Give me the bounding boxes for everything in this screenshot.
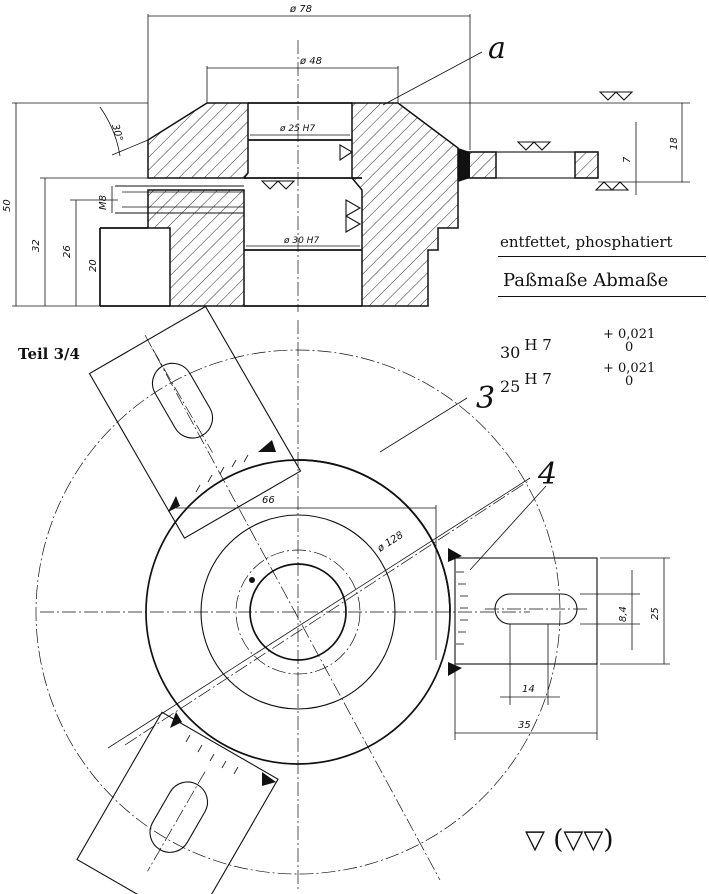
fit-tolerance-25: + 0,021 0 [603,362,655,388]
tol-lower: 0 [625,374,634,389]
leader-3 [379,397,468,453]
fit-nominal: 30 [500,343,521,362]
treatment-underline [498,256,706,257]
callout-3: 3 [476,381,495,416]
plan-view [35,305,670,894]
fit-grade: H 7 [524,370,552,388]
fork-plate-hatch-right [574,151,599,179]
part-label: Teil 3/4 [18,345,80,363]
dim-w84: 8,4 [618,606,629,622]
callout-4: 4 [537,457,557,492]
dim-w66: 66 [262,495,275,506]
dim-d30: ø 30 H7 [283,236,319,246]
arm-right [454,557,598,665]
scale-ticks-bottom [185,734,239,775]
leader-4 [469,485,547,571]
section-view [12,14,690,312]
dim-d48: ø 48 [299,56,322,67]
dim-d25: ø 25 H7 [279,124,315,134]
dim-w14: 14 [522,684,535,695]
dim-m8: M8 [98,195,109,210]
weld-seam [458,148,470,182]
treatment-note: entfettet, phosphatiert [500,233,673,251]
tol-upper: + 0,021 [603,327,656,342]
arm-lower-left [76,711,279,894]
scale-ticks-top [195,454,249,493]
callout-a: a [488,31,506,66]
dim-h50: 50 [2,199,13,212]
dim-w35: 35 [518,720,531,731]
surface-mark-bore [260,180,296,190]
surface-finish-symbol: ▽ (▽▽) [525,825,614,855]
tol-upper: + 0,021 [603,361,656,376]
dim-t7: 7 [622,156,633,163]
fit-nominal: 25 [500,377,521,396]
fit-tolerance-30: + 0,021 0 [603,328,655,354]
dim-d128: ø 128 [375,530,406,555]
scale-ticks-right [456,571,468,645]
dim-h26: 26 [62,245,73,258]
dim-h20: 20 [88,259,99,272]
dim-t18: 18 [669,137,680,150]
dim-h32: 32 [31,239,42,252]
dim-d78: ø 78 [289,4,312,15]
dim-angle: 30° [109,123,124,143]
dim-w25: 25 [650,607,661,620]
right-body-section [351,102,459,307]
leader-a [382,51,483,106]
left-body-section [147,102,249,179]
surface-mark-top [598,91,634,101]
fit-grade: H 7 [524,336,552,354]
fits-header: Paßmaße Abmaße [503,270,669,291]
arm-upper-left [88,305,302,539]
fits-header-underline [498,296,706,297]
tol-lower: 0 [625,340,634,355]
